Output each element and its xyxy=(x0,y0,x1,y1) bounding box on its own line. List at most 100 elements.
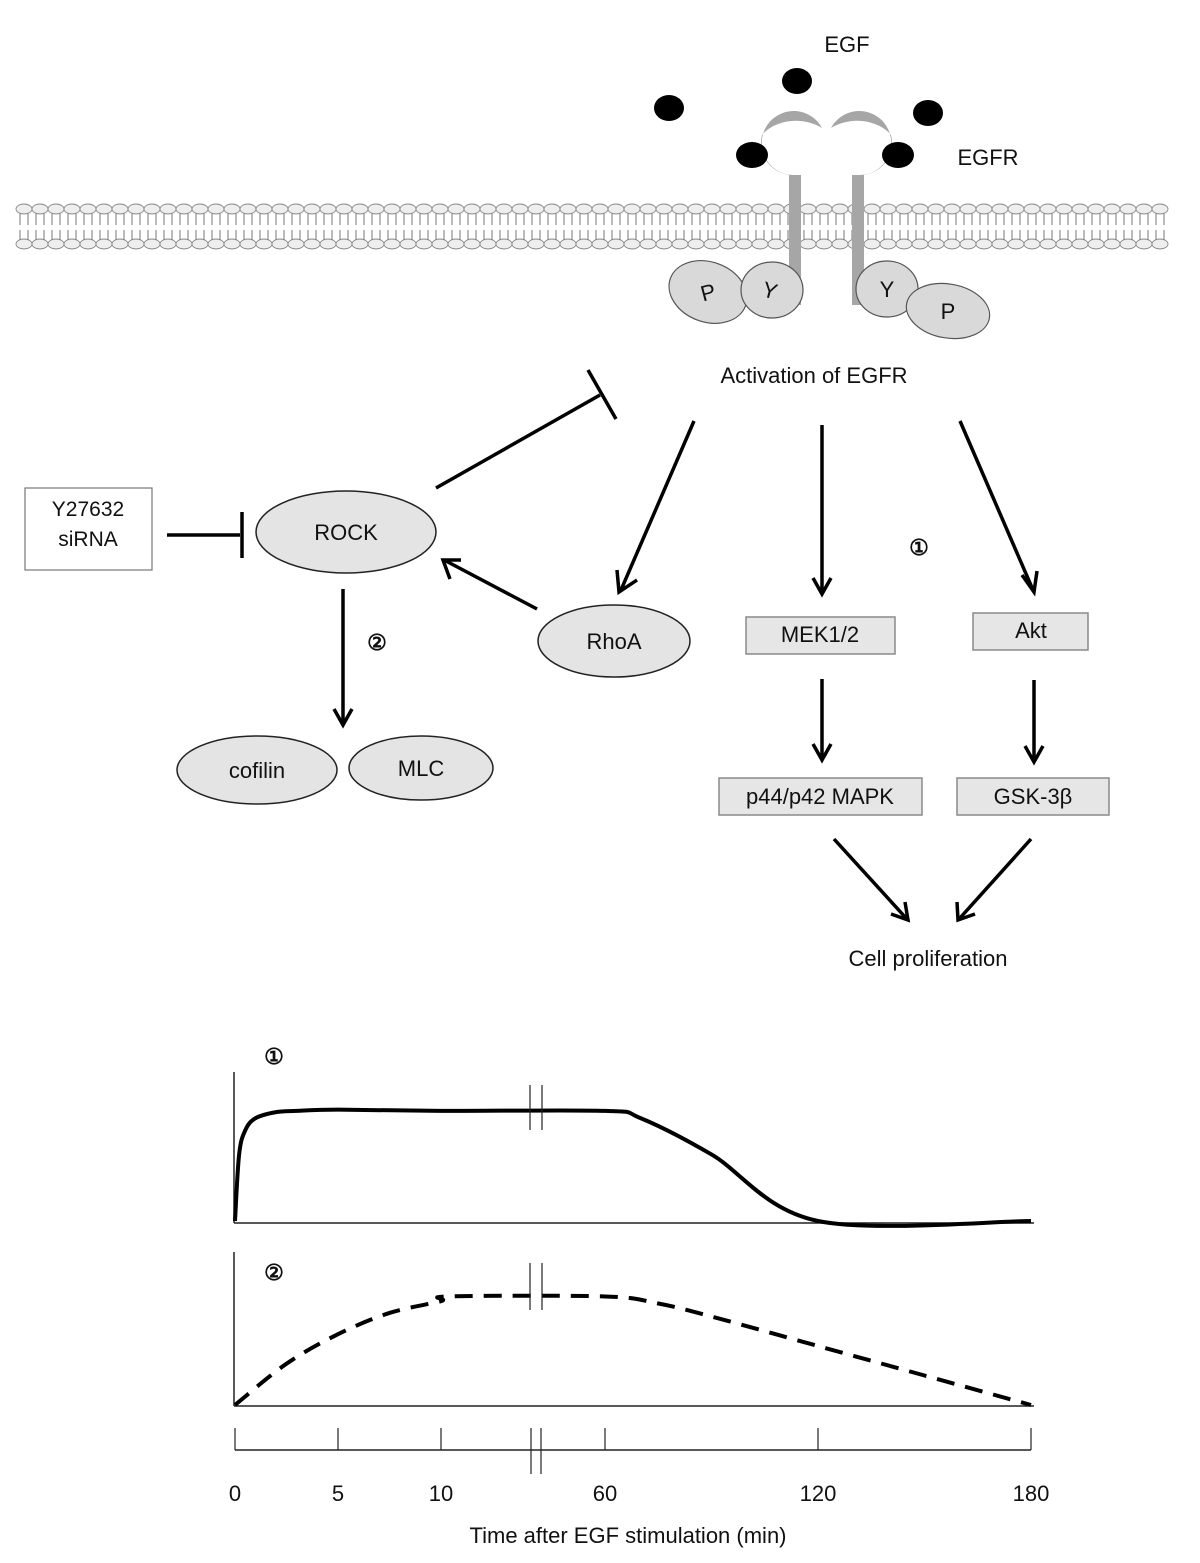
right-p-label: P xyxy=(941,299,956,324)
lipid-head-outer xyxy=(943,203,961,215)
gsk3b-node xyxy=(956,777,1110,816)
series-line-dashed xyxy=(233,1293,1032,1407)
lipid-head-inner xyxy=(943,238,961,250)
time-axis-tick-label: 60 xyxy=(593,1481,617,1506)
right-y-label: Y xyxy=(880,277,895,302)
lipid-head-inner xyxy=(447,238,465,250)
arrowhead xyxy=(890,901,911,923)
lipid-head-inner xyxy=(335,238,353,250)
mek-node xyxy=(745,616,896,655)
lipid-head-outer xyxy=(1023,203,1041,215)
mapk-label: p44/p42 MAPK xyxy=(746,784,894,809)
lipid-head-inner xyxy=(911,238,929,250)
lipid-head-outer xyxy=(1055,203,1073,215)
lipid-head-inner xyxy=(751,238,769,250)
egf-ligand-bound xyxy=(882,142,914,168)
arrowhead xyxy=(1023,745,1045,766)
lipid-head-inner xyxy=(319,238,337,250)
lipid-head-outer xyxy=(367,203,385,215)
lipid-head-inner xyxy=(991,238,1009,250)
arrow-egfr-to-rhoa xyxy=(619,420,696,591)
lipid-head-outer xyxy=(1039,203,1057,215)
inhibitor-box xyxy=(24,487,153,571)
arrowhead xyxy=(440,558,461,580)
lipid-head-outer xyxy=(575,203,593,215)
series-line-solid xyxy=(233,1107,1032,1228)
egfr-label: EGFR xyxy=(957,145,1018,170)
lipid-head-inner xyxy=(207,238,225,250)
lipid-head-inner xyxy=(15,238,33,250)
egf-ligand xyxy=(913,100,943,126)
activation-of-egfr-label: Activation of EGFR xyxy=(720,363,907,388)
lipid-head-outer xyxy=(383,203,401,215)
lipid-head-outer xyxy=(191,203,209,215)
lipid-head-outer xyxy=(111,203,129,215)
lipid-head-outer xyxy=(175,203,193,215)
lipid-head-inner xyxy=(975,238,993,250)
lipid-head-inner xyxy=(1055,238,1073,250)
lipid-head-inner xyxy=(575,238,593,250)
lipid-head-inner xyxy=(863,238,881,250)
time-axis-label: Time after EGF stimulation (min) xyxy=(469,1523,786,1548)
lipid-head-outer xyxy=(335,203,353,215)
lipid-head-outer xyxy=(223,203,241,215)
arrow-mapk-to-proliferation xyxy=(832,837,908,920)
lipid-head-inner xyxy=(735,238,753,250)
lipid-head-outer xyxy=(703,203,721,215)
lipid-head-outer xyxy=(1119,203,1137,215)
egf-ligands xyxy=(654,68,943,168)
lipid-head-inner xyxy=(831,238,849,250)
lipid-head-inner xyxy=(607,238,625,250)
mek-label: MEK1/2 xyxy=(781,622,859,647)
lipid-head-inner xyxy=(303,238,321,250)
egf-ligand-bound xyxy=(736,142,768,168)
lipid-head-outer xyxy=(767,203,785,215)
lipid-head-inner xyxy=(95,238,113,250)
rhoa-label: RhoA xyxy=(586,629,641,654)
lipid-head-inner xyxy=(719,238,737,250)
lipid-head-inner xyxy=(543,238,561,250)
lipid-head-outer xyxy=(95,203,113,215)
lipid-head-inner xyxy=(287,238,305,250)
inhibition-line-rock-to-egfr xyxy=(435,393,601,490)
lipid-head-outer xyxy=(255,203,273,215)
lipid-head-outer xyxy=(623,203,641,215)
lipid-head-inner xyxy=(1135,238,1153,250)
lipid-head-outer xyxy=(799,203,817,215)
lipid-head-inner xyxy=(463,238,481,250)
lipid-head-inner xyxy=(127,238,145,250)
lipid-head-outer xyxy=(591,203,609,215)
cofilin-label: cofilin xyxy=(229,758,285,783)
lipid-head-inner xyxy=(495,238,513,250)
inhibition-bar-egfr xyxy=(586,369,618,420)
lipid-head-inner xyxy=(1087,238,1105,250)
mlc-label: MLC xyxy=(398,756,445,781)
receptor-stem-right xyxy=(852,175,864,305)
lipid-head-outer xyxy=(895,203,913,215)
lipid-head-outer xyxy=(303,203,321,215)
lipid-head-inner xyxy=(255,238,273,250)
lipid-head-inner xyxy=(271,238,289,250)
lipid-head-outer xyxy=(671,203,689,215)
lipid-head-outer xyxy=(1087,203,1105,215)
lipid-head-inner xyxy=(415,238,433,250)
lipid-head-outer xyxy=(1151,203,1169,215)
cell-proliferation-label: Cell proliferation xyxy=(849,946,1008,971)
arrow-rhoa-to-rock xyxy=(445,559,538,611)
lipid-head-inner xyxy=(511,238,529,250)
lipid-head-inner xyxy=(1023,238,1041,250)
lipid-head-outer xyxy=(719,203,737,215)
lipid-head-outer xyxy=(271,203,289,215)
lipid-head-inner xyxy=(895,238,913,250)
lipid-head-inner xyxy=(1071,238,1089,250)
egf-ligand xyxy=(654,95,684,121)
lipid-head-inner xyxy=(527,238,545,250)
akt-node xyxy=(972,612,1089,651)
lipid-head-inner xyxy=(703,238,721,250)
lipid-head-inner xyxy=(1119,238,1137,250)
arrowhead xyxy=(811,577,833,598)
mlc-node xyxy=(348,735,494,801)
time-axis-tick-label: 5 xyxy=(332,1481,344,1506)
